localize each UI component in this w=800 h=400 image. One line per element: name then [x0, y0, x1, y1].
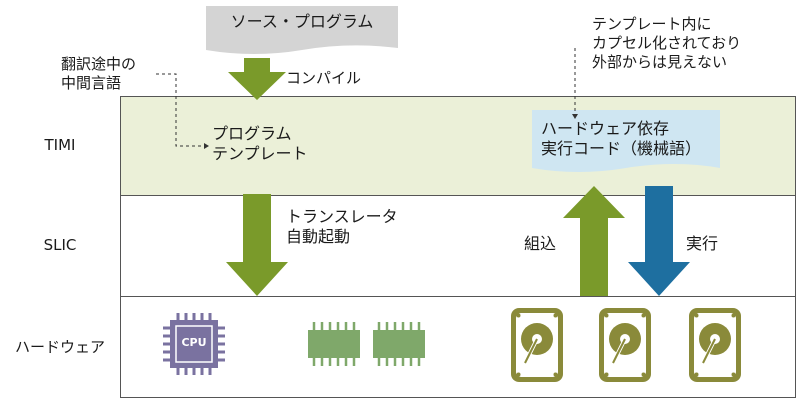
- hw-code-line2: 実行コード（機械語）: [541, 139, 702, 158]
- cpu-icon: [163, 313, 225, 375]
- source-program-shape: [206, 6, 398, 54]
- build-label: 組込: [524, 234, 557, 253]
- hard-disk-icon: [599, 308, 651, 382]
- build-arrow: [563, 186, 625, 296]
- timi-label: TIMI: [44, 136, 76, 154]
- intermediate-note-line2: 中間言語: [61, 74, 122, 92]
- cpu-chip-text: CPU: [181, 336, 207, 349]
- translator-arrow: [226, 194, 288, 296]
- translator-line2: 自動起動: [286, 227, 351, 246]
- exec-label: 実行: [686, 234, 719, 253]
- compile-label: コンパイル: [286, 69, 362, 87]
- intermediate-connector: [156, 73, 204, 147]
- compile-arrow: [228, 58, 286, 100]
- template-note-line1: テンプレート内に: [592, 15, 712, 33]
- hardware-label: ハードウェア: [14, 338, 105, 356]
- hard-disk-icon: [689, 308, 741, 382]
- hw-code-line1: ハードウェア依存: [541, 119, 670, 138]
- source-program-label: ソース・プログラム: [230, 12, 374, 31]
- slic-layer: [120, 195, 796, 297]
- memory-icon: [373, 322, 425, 366]
- program-template-line1: プログラム: [212, 124, 292, 143]
- intermediate-note-line1: 翻訳途中の: [61, 55, 137, 73]
- hardware-layer: [120, 296, 796, 398]
- hw-code-shape: [532, 110, 720, 172]
- memory-icon: [308, 322, 360, 366]
- slic-label: SLIC: [43, 236, 77, 254]
- exec-arrow: [628, 186, 690, 296]
- template-note-line3: 外部からは見えない: [592, 53, 728, 71]
- hard-disk-icon: [511, 308, 563, 382]
- translator-line1: トランスレータ: [286, 207, 398, 226]
- template-note-line2: カプセル化されており: [592, 34, 742, 52]
- program-template-line2: テンプレート: [212, 144, 308, 163]
